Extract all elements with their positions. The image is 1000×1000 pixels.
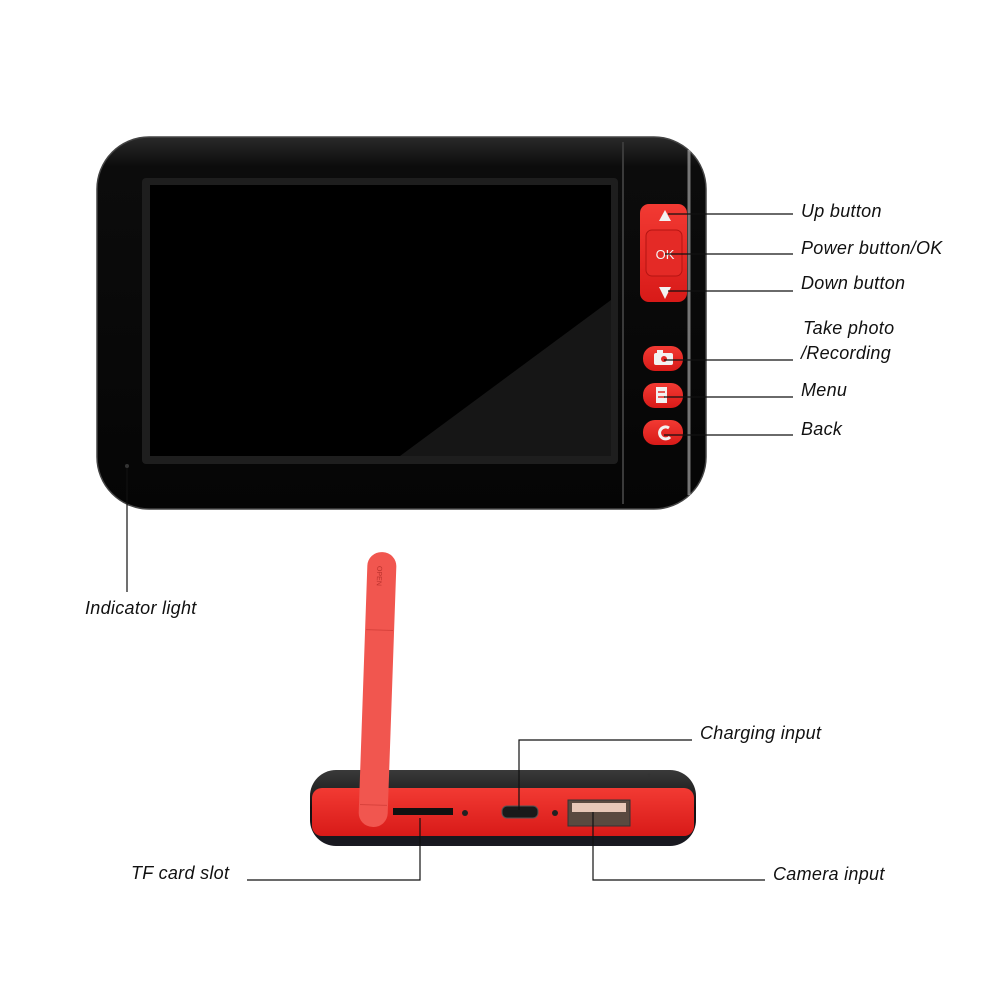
callout-tf-card-slot: TF card slot <box>131 863 230 883</box>
indicator-light <box>125 464 129 468</box>
leader-lines <box>126 213 793 881</box>
callout-charging-input: Charging input <box>700 723 822 743</box>
callout-up-button: Up button <box>801 201 882 221</box>
callout-camera-input: Camera input <box>773 864 885 884</box>
monitor-front <box>96 136 707 510</box>
callout-down-button: Down button <box>801 273 906 293</box>
callout-menu: Menu <box>801 380 848 400</box>
nav-button-cluster[interactable] <box>640 204 687 302</box>
monitor-bottom-side <box>310 770 696 846</box>
down-arrow-icon <box>659 287 671 299</box>
callout-photo-line2: /Recording <box>801 343 892 363</box>
menu-button[interactable] <box>643 383 683 408</box>
photo-button[interactable] <box>643 346 683 371</box>
callout-back: Back <box>801 419 843 439</box>
callout-power-ok: Power button/OK <box>801 238 943 258</box>
antenna-open-text: OPEN <box>375 566 383 586</box>
up-arrow-icon <box>659 210 671 221</box>
antenna[interactable]: OPEN <box>358 552 397 828</box>
back-button[interactable] <box>643 420 683 445</box>
callout-indicator-light: Indicator light <box>85 598 197 618</box>
micro-usb-port <box>501 805 539 819</box>
callout-photo-line1: Take photo <box>803 318 895 338</box>
back-icon <box>658 425 672 441</box>
tf-card-slot <box>393 808 453 815</box>
menu-icon <box>656 387 667 403</box>
